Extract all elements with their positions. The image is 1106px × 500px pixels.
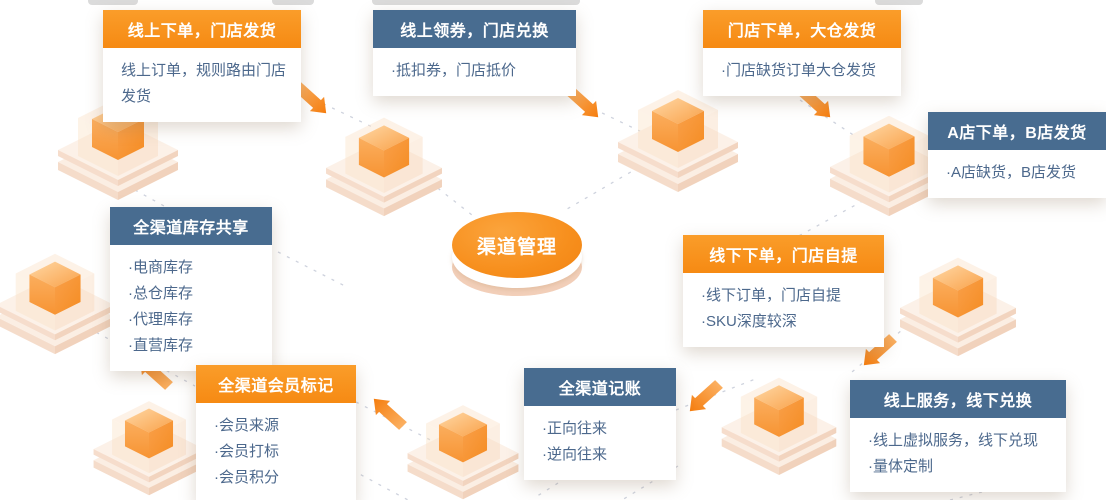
card-online-order-store-ship: 线上下单，门店发货 线上订单，规则路由门店发货 [103,10,301,122]
card-body: ·线下订单，门店自提 ·SKU深度较深 [683,273,884,347]
isometric-cube-icon [900,257,1016,357]
card-body: 线上订单，规则路由门店发货 [103,48,301,122]
card-title: 线上服务，线下兑换 [850,380,1066,418]
card-title: 线下下单，门店自提 [683,235,884,273]
card-title: 门店下单，大仓发货 [703,10,901,48]
card-line: ·SKU深度较深 [701,313,797,330]
isometric-cube-icon [407,405,519,500]
card-line: ·会员打标 [214,443,279,460]
isometric-cube-icon [326,117,442,217]
card-line: ·总仓库存 [128,285,193,302]
card-title: 全渠道会员标记 [196,365,356,403]
card-line: 线上订单，规则路由门店发货 [121,62,287,105]
card-line: ·线下订单，门店自提 [701,287,841,304]
card-body: ·会员来源 ·会员打标 ·会员积分 [196,403,356,500]
card-body: ·A店缺货，B店发货 [928,150,1106,198]
card-title: 线上下单，门店发货 [103,10,301,48]
card-line: ·门店缺货订单大仓发货 [721,62,876,79]
card-online-coupon-store-redeem: 线上领券，门店兑换 ·抵扣券，门店抵价 [373,10,576,96]
card-offline-order-store-pickup: 线下下单，门店自提 ·线下订单，门店自提 ·SKU深度较深 [683,235,884,347]
card-online-service-offline-redeem: 线上服务，线下兑换 ·线上虚拟服务，线下兑现 ·量体定制 [850,380,1066,492]
isometric-cube-icon [93,401,205,496]
card-line: ·会员来源 [214,417,279,434]
card-body: ·正向往来 ·逆向往来 [524,406,676,480]
top-edge-strip [372,0,580,5]
card-line: ·直营库存 [128,337,193,354]
card-title: 全渠道记账 [524,368,676,406]
card-omni-member-tagging: 全渠道会员标记 ·会员来源 ·会员打标 ·会员积分 [196,365,356,500]
card-body: ·门店缺货订单大仓发货 [703,48,901,96]
card-title: 全渠道库存共享 [110,207,272,245]
top-edge-strip [88,0,138,5]
card-line: ·逆向往来 [542,446,607,463]
card-body: ·线上虚拟服务，线下兑现 ·量体定制 [850,418,1066,492]
card-title: A店下单，B店发货 [928,112,1106,150]
card-a-store-order-b-store-ship: A店下单，B店发货 ·A店缺货，B店发货 [928,112,1106,198]
card-line: ·会员积分 [214,469,279,486]
isometric-cube-icon [721,377,837,475]
card-body: ·抵扣券，门店抵价 [373,48,576,96]
isometric-cube-icon [0,253,114,355]
card-title: 线上领券，门店兑换 [373,10,576,48]
card-line: ·代理库存 [128,311,193,328]
flow-arrow-icon [682,380,728,416]
card-body: ·电商库存 ·总仓库存 ·代理库存 ·直营库存 [110,245,272,371]
card-line: ·线上虚拟服务，线下兑现 [868,432,1038,449]
card-store-order-warehouse-ship: 门店下单，大仓发货 ·门店缺货订单大仓发货 [703,10,901,96]
card-line: ·抵扣券，门店抵价 [391,62,516,79]
center-node-channel-management: 渠道管理 [452,212,582,298]
disc-label: 渠道管理 [452,212,582,278]
card-omni-inventory-sharing: 全渠道库存共享 ·电商库存 ·总仓库存 ·代理库存 ·直营库存 [110,207,272,371]
card-line: ·量体定制 [868,458,933,475]
card-line: ·电商库存 [128,259,193,276]
top-edge-strip [272,0,314,5]
top-edge-strip [875,0,923,5]
card-line: ·正向往来 [542,420,607,437]
card-line: ·A店缺货，B店发货 [946,164,1077,181]
flow-arrow-icon [366,394,412,430]
card-omni-bookkeeping: 全渠道记账 ·正向往来 ·逆向往来 [524,368,676,480]
